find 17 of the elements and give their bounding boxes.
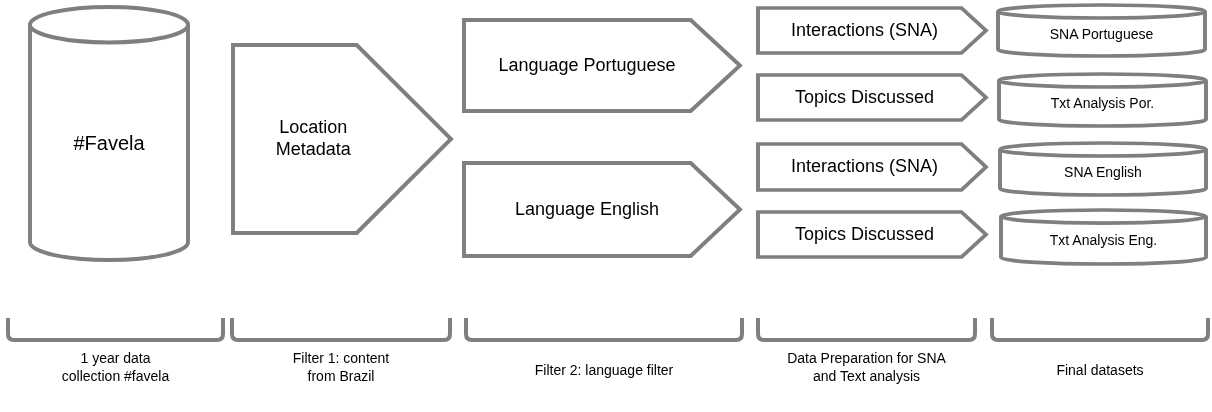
- node-label: Interactions (SNA): [790, 19, 939, 42]
- node-label: SNA English: [1064, 164, 1142, 181]
- node-label: Txt Analysis Por.: [1050, 95, 1155, 112]
- node-label: SNA Portuguese: [1049, 25, 1154, 43]
- stage-label: Final datasets: [1055, 362, 1145, 380]
- node-label: Interactions (SNA): [790, 156, 939, 178]
- node-label: #Favela: [73, 130, 145, 155]
- node-label: Language English: [514, 198, 660, 221]
- node-label: Location Metadata: [274, 117, 352, 161]
- node-label: Language Portuguese: [498, 54, 676, 77]
- node-label: Topics Discussed: [794, 223, 935, 246]
- node-label: Topics Discussed: [794, 86, 935, 109]
- stage-label: Filter 1: content from Brazil: [291, 350, 391, 385]
- stage-label: Data Preparation for SNA and Text analysis: [786, 350, 947, 385]
- stage-label: 1 year data collection #favela: [60, 350, 171, 385]
- stage-label: Filter 2: language filter: [533, 362, 675, 380]
- node-label: Txt Analysis Eng.: [1049, 232, 1158, 249]
